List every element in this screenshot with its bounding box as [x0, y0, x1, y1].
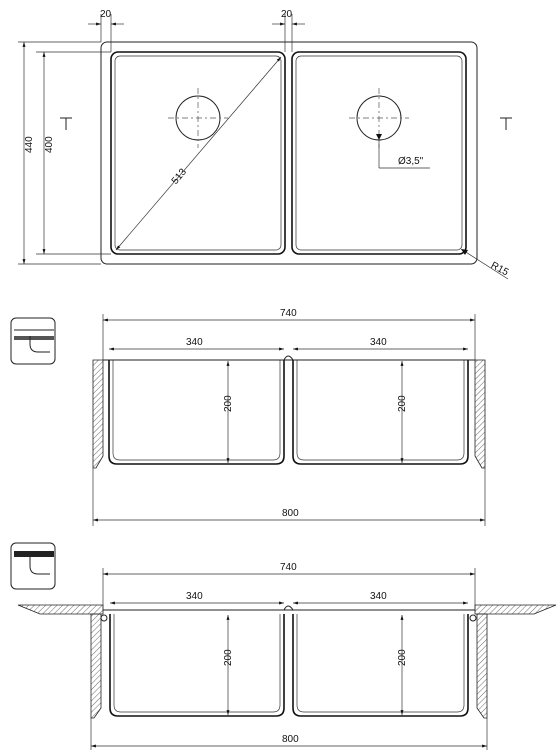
section2-inner-width-label: 740 — [280, 562, 297, 573]
section2-left-bowl — [109, 614, 285, 717]
wall-left-dimension-label: 20 — [100, 9, 112, 20]
left-bowl-outline — [110, 51, 286, 255]
section1-left-depth-label: 200 — [223, 395, 234, 412]
section-undermount: 740 340 340 200 200 800 — [10, 308, 486, 526]
section2-right-bowl-width-label: 340 — [370, 591, 387, 602]
wall-center-dimension-label: 20 — [281, 9, 293, 20]
radius-dimension-label: R15 — [489, 260, 511, 279]
section1-inner-width-label: 740 — [280, 308, 297, 319]
section2-left-depth-label: 200 — [223, 649, 234, 666]
section-flush: 740 340 340 200 200 800 — [10, 542, 557, 750]
right-bowl-outline — [291, 51, 467, 255]
undermount-mounting-icon — [10, 317, 56, 365]
inner-height-dimension-label: 400 — [44, 136, 55, 153]
outer-height-dimension-label: 440 — [24, 136, 35, 153]
section2-left-bowl-width-label: 340 — [186, 591, 203, 602]
section1-left-bowl-width-label: 340 — [186, 337, 203, 348]
section-marker-left — [60, 117, 72, 130]
drain-diameter-label: Ø3,5" — [398, 156, 424, 167]
section-marker-right — [500, 117, 512, 130]
section1-right-bowl — [292, 360, 469, 465]
section2-right-bowl — [292, 614, 469, 717]
flush-mounting-icon — [10, 542, 56, 590]
left-bowl-inner — [114, 55, 282, 251]
section2-right-depth-label: 200 — [397, 649, 408, 666]
section1-overall-width-label: 800 — [282, 508, 299, 519]
section1-right-bowl-width-label: 340 — [370, 337, 387, 348]
sink-outer-outline — [100, 41, 478, 265]
section1-right-depth-label: 200 — [397, 395, 408, 412]
plan-view: Ø3,5" 513 20 20 440 400 — [18, 9, 512, 280]
section1-left-bowl — [108, 360, 285, 465]
right-bowl-inner — [295, 55, 463, 251]
section2-overall-width-label: 800 — [282, 734, 299, 745]
